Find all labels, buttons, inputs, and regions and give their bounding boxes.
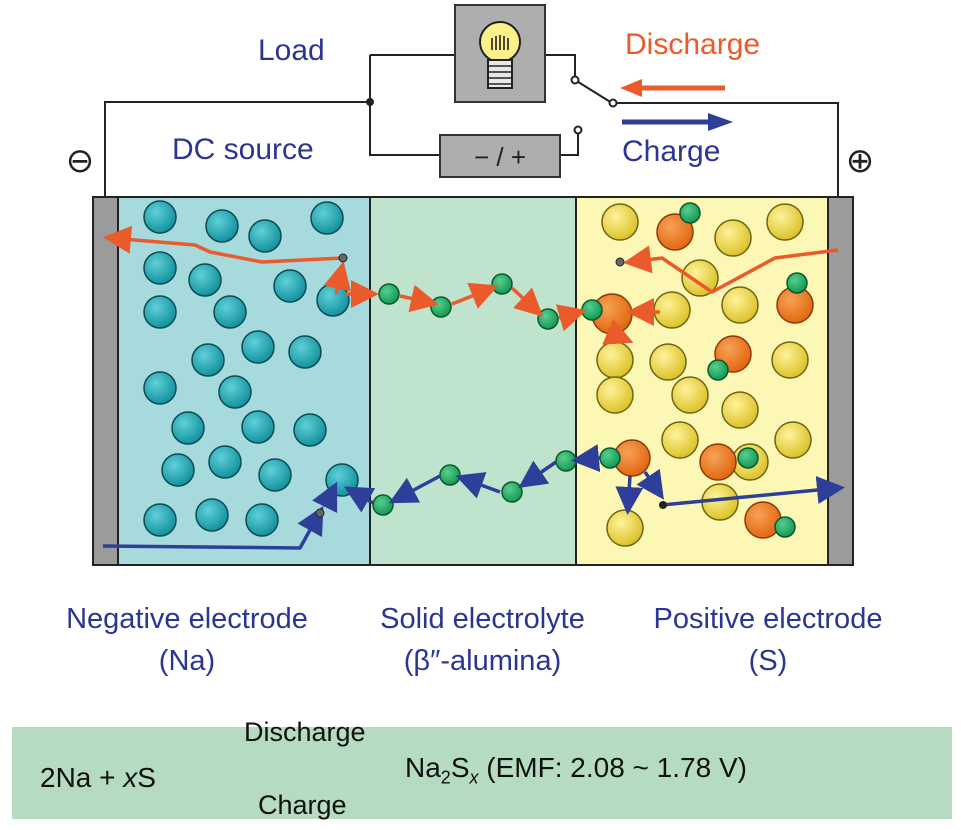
electrolyte-material: (β″-alumina)	[403, 645, 562, 677]
switch-contact-top	[570, 75, 580, 85]
circuit-wires	[104, 54, 839, 197]
positive-electrode-label: Positive electrode (S)	[618, 598, 918, 682]
positive-electrode-material: (S)	[748, 645, 788, 677]
dc-source-label: DC source	[172, 133, 314, 166]
dc-source-symbol: − / +	[474, 142, 526, 172]
equation-reactants: 2Na + xS	[40, 762, 156, 794]
negative-terminal-icon: ⊖	[66, 141, 95, 181]
junction-dot	[366, 98, 374, 106]
electron-dot	[315, 508, 325, 518]
product-sub-2: 2	[440, 767, 451, 788]
charge-label: Charge	[622, 135, 721, 168]
equation-product: Na2Sx (EMF: 2.08 ~ 1.78 V)	[405, 752, 747, 789]
electrolyte-label: Solid electrolyte (β″-alumina)	[350, 598, 615, 682]
equation-discharge-label: Discharge	[244, 717, 366, 747]
electron-dot	[615, 257, 625, 267]
reactant-var: x	[123, 762, 138, 793]
load-bulb-icon	[454, 4, 546, 103]
negative-electrode-material: (Na)	[158, 645, 216, 677]
negative-electrode-title: Negative electrode	[66, 603, 308, 635]
switch-contact-bottom	[573, 125, 583, 135]
discharge-label: Discharge	[625, 28, 761, 61]
positive-electrode-title: Positive electrode	[653, 603, 883, 635]
sodium-atoms	[143, 200, 359, 537]
reactant-coef: 2Na +	[40, 762, 124, 793]
reactant-end: S	[137, 762, 156, 793]
sulfur-atoms	[596, 203, 812, 547]
discharge-ion-path	[103, 225, 839, 345]
electron-dot	[659, 501, 667, 509]
negative-electrode-label: Negative electrode (Na)	[32, 598, 342, 682]
equation-charge-label: Charge	[258, 790, 347, 820]
electrolyte-title: Solid electrolyte	[380, 603, 585, 635]
load-label: Load	[258, 34, 325, 67]
product-sub-x: x	[469, 767, 479, 788]
dc-source-box	[439, 134, 561, 178]
positive-terminal-icon: ⊕	[846, 141, 875, 181]
charge-arrowhead	[708, 113, 733, 131]
discharge-arrowhead	[620, 79, 642, 97]
negative-current-collector	[92, 196, 119, 566]
electrolyte-region	[369, 196, 577, 566]
switch-pivot	[608, 98, 618, 108]
emf-value: (EMF: 2.08 ~ 1.78 V)	[478, 752, 747, 783]
product-s: S	[450, 752, 470, 783]
electron-dot	[338, 253, 348, 263]
product-na: Na	[405, 752, 441, 783]
reaction-equation-panel	[12, 727, 952, 819]
charge-ion-path	[102, 444, 845, 550]
